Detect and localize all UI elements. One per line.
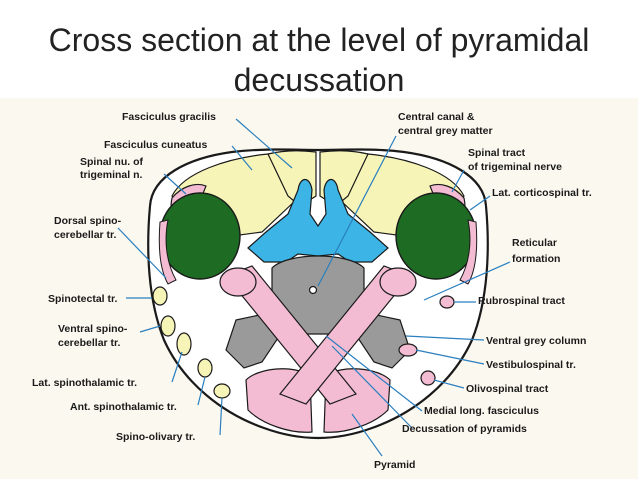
central-canal <box>308 285 318 295</box>
label-ventral-spinocerebellar-2: cerebellar tr. <box>58 337 121 349</box>
spino-olivary-tract <box>213 383 231 399</box>
vestibulospinal-tract <box>398 343 418 357</box>
lat-corticospinal-left <box>159 192 241 280</box>
lat-corticospinal-right <box>395 192 477 280</box>
label-reticular-2: formation <box>512 253 560 265</box>
dorsal-spinocerebellar-left <box>158 219 177 285</box>
title-line-2: decussation <box>233 62 405 98</box>
label-central-canal-2: central grey matter <box>398 125 493 137</box>
spinotectal-tract <box>152 286 168 306</box>
slide-title: Cross section at the level of pyramidal … <box>0 20 638 100</box>
label-spinal-nu-trigeminal-1: Spinal nu. of <box>80 156 143 168</box>
dorsal-grey-matter <box>247 178 389 263</box>
label-spino-olivary: Spino-olivary tr. <box>116 431 195 443</box>
title-line-1: Cross section at the level of pyramidal <box>48 22 590 58</box>
label-ventral-spinocerebellar-1: Ventral spino- <box>58 323 128 335</box>
label-spinotectal: Spinotectal tr. <box>48 293 118 305</box>
label-spinal-tract-trigeminal-1: Spinal tract <box>468 147 526 159</box>
label-dorsal-spinocerebellar-2: cerebellar tr. <box>54 229 117 241</box>
label-fasciculus-cuneatus: Fasciculus cuneatus <box>104 139 207 151</box>
olivospinal-tract <box>420 370 436 386</box>
pyramidal-bulb-left <box>219 267 257 297</box>
label-reticular-1: Reticular <box>512 237 557 249</box>
label-lat-spinothalamic: Lat. spinothalamic tr. <box>32 377 137 389</box>
label-dorsal-spinocerebellar-1: Dorsal spino- <box>54 215 122 227</box>
rubrospinal-tract <box>439 295 455 309</box>
label-decussation-pyramids: Decussation of pyramids <box>402 423 527 435</box>
label-lat-corticospinal: Lat. corticospinal tr. <box>492 187 592 199</box>
pyramidal-bulb-right <box>379 267 417 297</box>
lat-spinothalamic-tract <box>176 332 192 356</box>
leader-lines <box>117 118 511 457</box>
label-ant-spinothalamic: Ant. spinothalamic tr. <box>70 401 177 413</box>
label-spinal-nu-trigeminal-2: trigeminal n. <box>80 169 143 181</box>
label-central-canal-1: Central canal & <box>398 111 475 123</box>
label-fasciculus-gracilis: Fasciculus gracilis <box>122 111 216 123</box>
label-spinal-tract-trigeminal-2: of trigeminal nerve <box>468 161 562 173</box>
label-vestibulospinal: Vestibulospinal tr. <box>486 359 576 371</box>
label-medial-long-fasciculus: Medial long. fasciculus <box>424 405 539 417</box>
label-olivospinal: Olivospinal tract <box>466 383 549 395</box>
label-ventral-grey-column: Ventral grey column <box>486 335 586 347</box>
label-rubrospinal: Rubrospinal tract <box>478 295 565 307</box>
ant-spinothalamic-tract <box>197 358 213 378</box>
ventral-spinocerebellar-tract <box>160 315 176 337</box>
label-pyramid: Pyramid <box>374 459 415 471</box>
